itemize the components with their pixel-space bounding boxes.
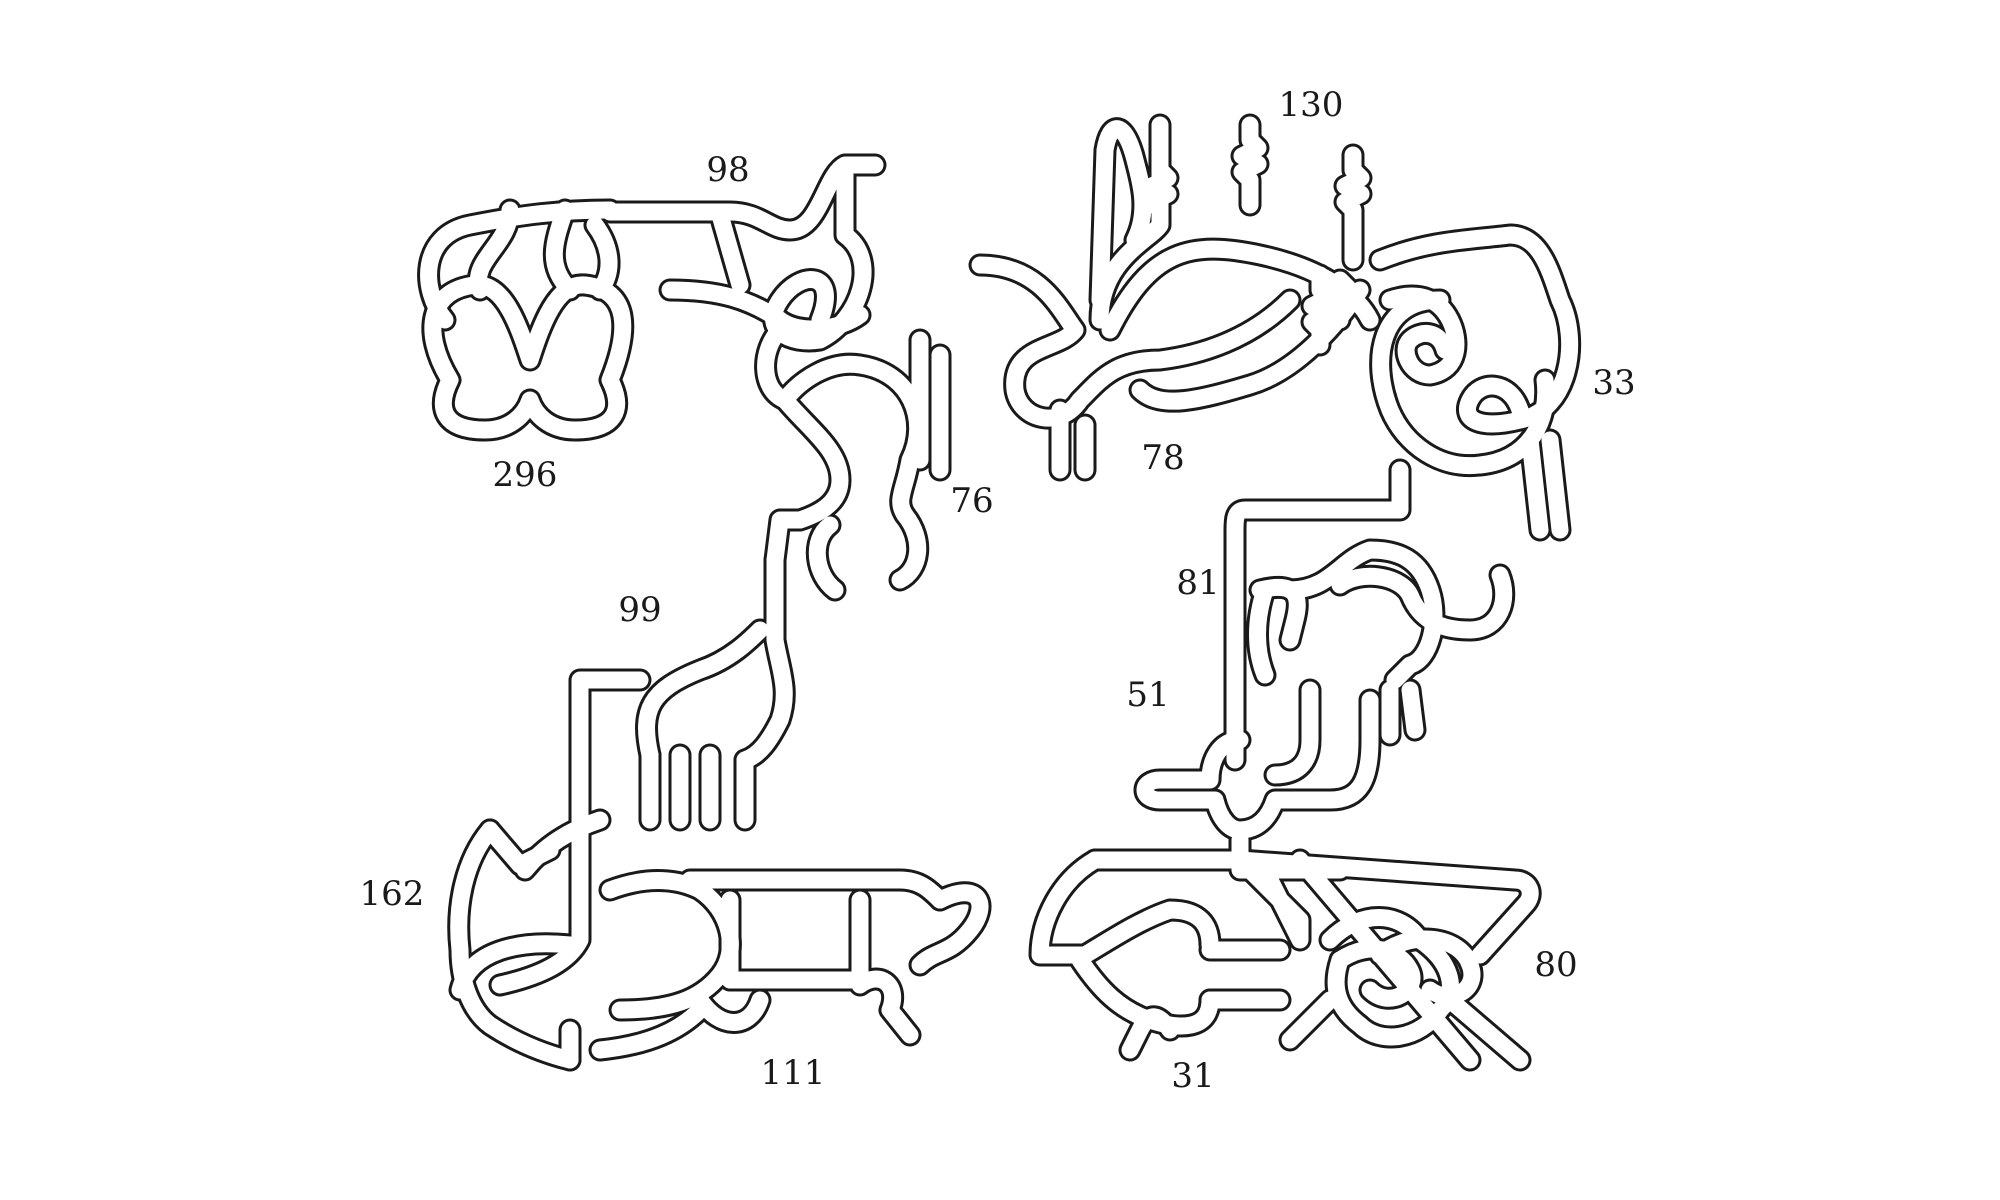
tube-cores	[420, 116, 1579, 1069]
tube-core-65	[1086, 851, 1309, 949]
tube-core-6	[711, 206, 749, 294]
label-296: 296	[493, 455, 558, 495]
tube-core-16	[736, 551, 793, 769]
tube-core-30	[911, 884, 989, 974]
label-31: 31	[1171, 1056, 1214, 1096]
tube-core-47	[1143, 161, 1177, 219]
tube-core-66	[1231, 851, 1539, 964]
tube-core-4	[586, 216, 618, 299]
tube-core-46	[1303, 266, 1337, 354]
tube-core-59	[1249, 581, 1274, 684]
label-80: 80	[1534, 945, 1577, 985]
label-162: 162	[360, 874, 425, 914]
tube-core-75	[1281, 991, 1339, 1049]
tube-core-11	[766, 391, 849, 569]
tube-core-56	[1231, 691, 1379, 839]
tube-core-37	[971, 256, 1299, 427]
tube-core-70	[1121, 1008, 1179, 1059]
tube-core-10	[776, 355, 927, 524]
tube-core-3	[545, 201, 579, 299]
label-51: 51	[1126, 675, 1169, 715]
label-76: 76	[950, 481, 993, 521]
tube-core-22	[491, 671, 649, 994]
tube-core-13	[808, 516, 844, 599]
tube-core-55	[1136, 731, 1249, 839]
label-111: 111	[761, 1053, 826, 1093]
tube-core-35	[851, 970, 919, 1044]
tube-core-8	[661, 281, 869, 338]
label-99: 99	[618, 590, 661, 630]
tube-core-52	[1521, 431, 1549, 539]
tube-core-26	[516, 811, 609, 879]
tube-core-2	[469, 201, 519, 299]
tube-core-64	[1031, 851, 1219, 964]
label-81: 81	[1176, 563, 1219, 603]
tube-core-62	[1401, 681, 1424, 739]
tube-core-54	[1226, 461, 1409, 769]
tube-core-60	[1281, 541, 1443, 689]
tube-core-27	[451, 935, 579, 999]
tube-core-77	[1291, 851, 1479, 1069]
tube-core-57	[1266, 681, 1319, 784]
tube-core-48	[1323, 271, 1357, 329]
label-130: 130	[1279, 85, 1344, 125]
tube-core-61	[1331, 566, 1513, 639]
tube-core-5	[601, 156, 884, 239]
tube-core-44	[1233, 116, 1267, 214]
tube-core-20	[638, 621, 769, 764]
tube-core-36	[591, 1001, 709, 1059]
label-33: 33	[1592, 363, 1635, 403]
tube-core-51	[1371, 226, 1579, 433]
tube-core-12	[891, 506, 927, 589]
tube-core-43	[1091, 120, 1152, 309]
tube-core-50	[1381, 287, 1465, 384]
label-78: 78	[1141, 438, 1184, 478]
tube-core-7	[765, 166, 872, 350]
tube-core-76	[1441, 991, 1529, 1069]
tube-core-53	[1541, 431, 1569, 539]
tube-core-72	[1321, 909, 1459, 1046]
tube-core-45	[1336, 146, 1370, 269]
label-98: 98	[706, 150, 749, 190]
